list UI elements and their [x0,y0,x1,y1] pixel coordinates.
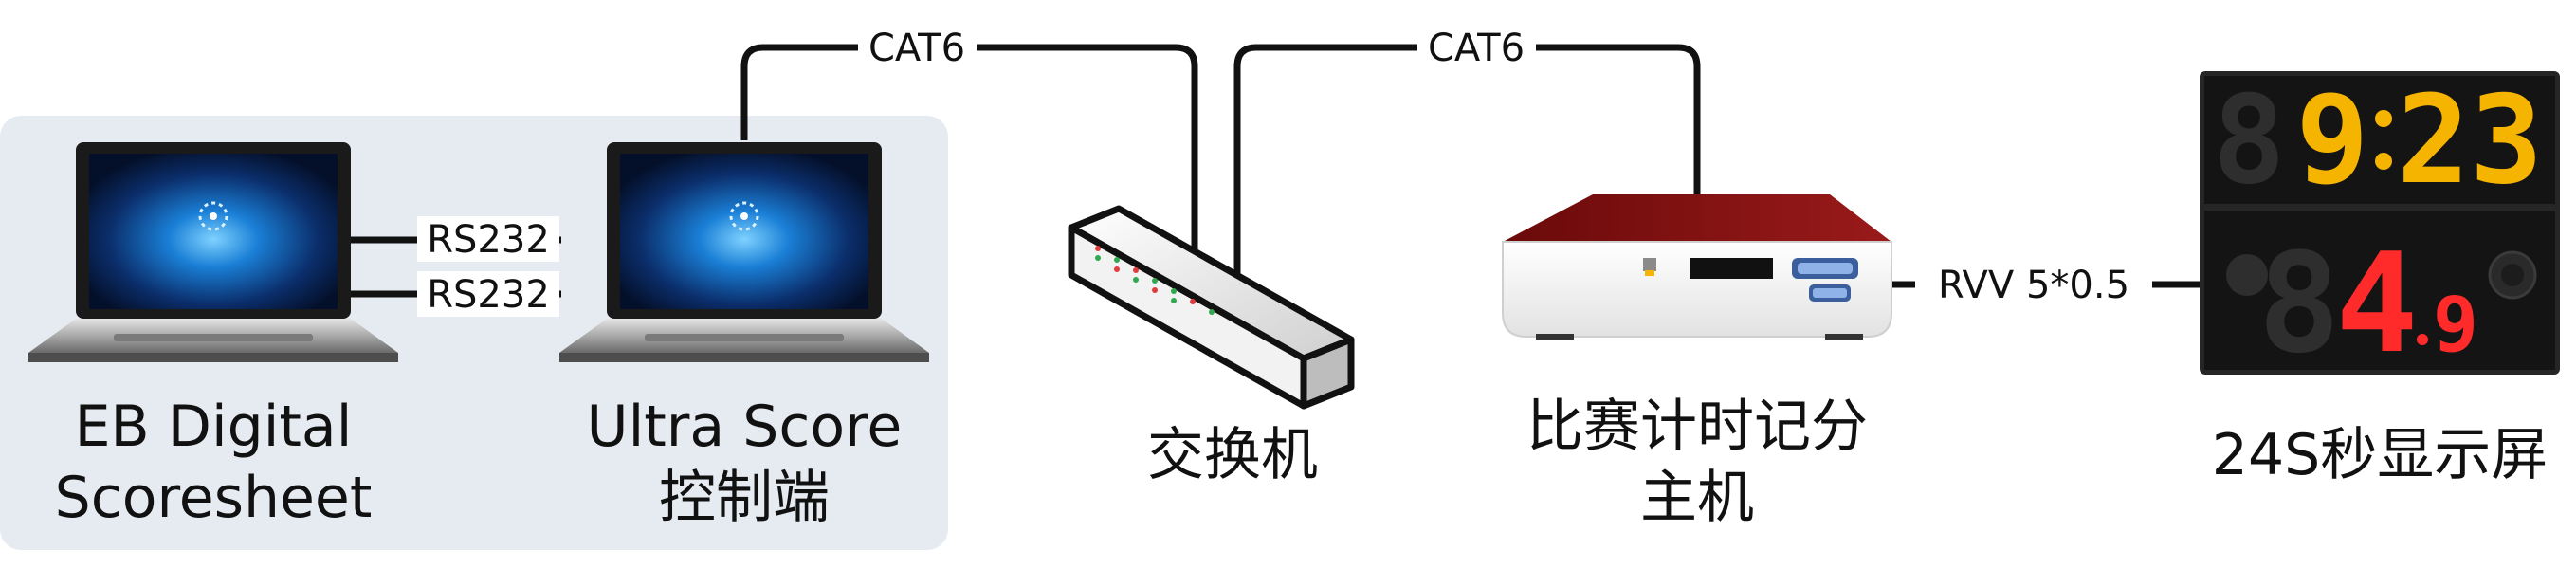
svg-text:8: 8 [2212,70,2285,211]
cat6-label-left: CAT6 [868,27,965,70]
host-label-line1: 比赛计时记分 [1526,394,1868,460]
cat6-label-right: CAT6 [1428,27,1525,70]
switch-label: 交换机 [1147,422,1318,488]
host-label-line2: 主机 [1640,465,1754,531]
rvv-label: RVV 5*0.5 [1938,264,2129,307]
display-label: 24S秒显示屏 [2212,422,2548,488]
laptop-right-label-line2: 控制端 [659,465,830,531]
rs232-label-top: RS232 [427,218,550,262]
display-shot-clock-tenths: 9 [2433,281,2478,369]
laptop-left-label-line1: EB Digital [75,394,353,460]
network-switch-icon [1068,205,1355,410]
laptop-left-label-line2: Scoresheet [55,465,373,531]
shot-clock-display: 8 9 23 8 4 9 [2200,70,2560,384]
display-shot-clock-main: 4 [2335,224,2418,384]
laptop-right-icon [559,142,929,362]
switch-port-leds [1095,246,1215,315]
display-time-seconds: 23 [2397,70,2543,211]
display-time-minutes: 9 [2295,70,2368,211]
cable-labels: RS232 RS232 CAT6 CAT6 RVV 5*0.5 [417,25,2152,317]
laptop-right-label-line1: Ultra Score [587,394,903,460]
rs232-label-bottom: RS232 [427,273,550,317]
display-time-colon [2375,110,2392,170]
svg-text:8: 8 [2257,224,2340,384]
host-unit-icon [1502,194,1892,340]
laptop-left-icon [28,142,398,362]
